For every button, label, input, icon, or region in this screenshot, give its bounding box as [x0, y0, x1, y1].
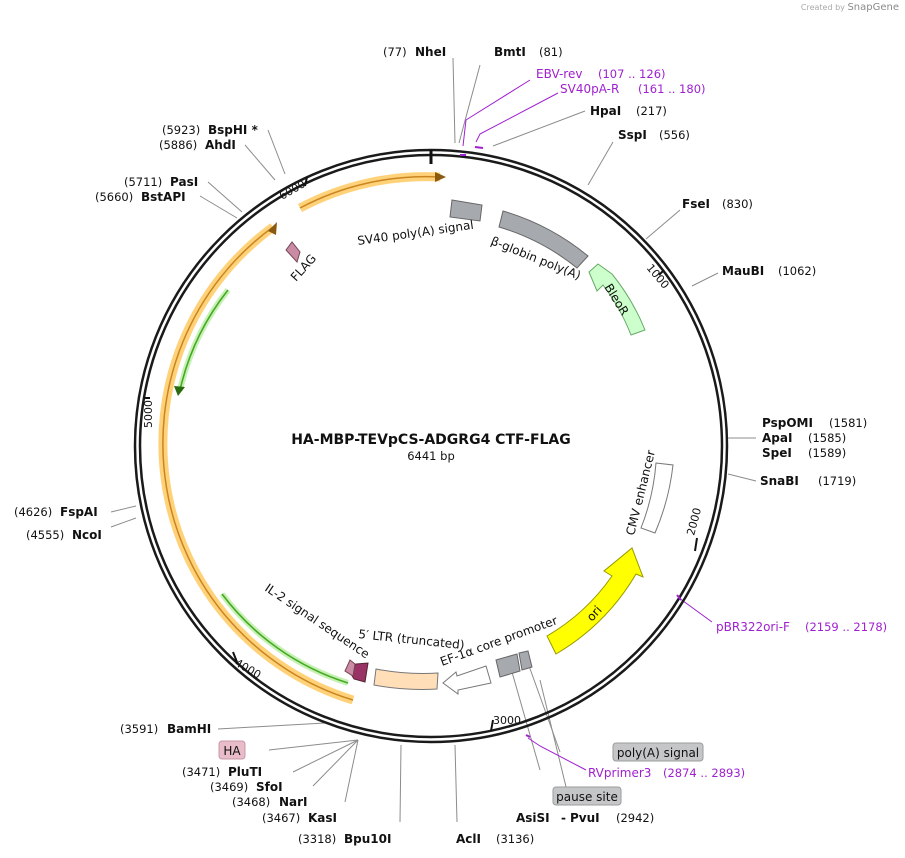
- snapgene-credit: Created by SnapGene: [801, 2, 899, 13]
- beta-globin-polya-feature: [498, 210, 589, 269]
- sv40-polya-label: SV40 poly(A) signal: [356, 218, 474, 248]
- tick-label-5000: 5000: [142, 400, 155, 428]
- primer-pos-ebv-rev: (107 .. 126): [598, 67, 666, 81]
- site-name-nhei: NheI: [415, 45, 446, 59]
- tick-label-2000: 2000: [684, 506, 704, 536]
- site-name-sfoi: SfoI: [256, 780, 283, 794]
- site-name-acli: AclI: [456, 832, 481, 846]
- site-pos-nari: (3468): [232, 795, 270, 809]
- site-pos-kasi: (3467): [262, 811, 300, 825]
- credit-brand: SnapGene: [847, 2, 899, 13]
- site-pos-maubi: (1062): [778, 264, 816, 278]
- site-name-hpai: HpaI: [590, 104, 621, 118]
- site-name-nari: NarI: [279, 795, 308, 809]
- primer-labels: EBV-rev (107 .. 126) SV40pA-R (161 .. 18…: [536, 67, 887, 780]
- credit-prefix: Created by: [800, 3, 845, 12]
- green-orf-arrows: [174, 288, 349, 686]
- site-name-asisi: AsiSI: [516, 811, 550, 825]
- pause-site-badge-text: pause site: [556, 790, 618, 804]
- site-labels: (77) NheI BmtI (81) HpaI (217) SspI (556…: [14, 45, 867, 846]
- pause-site-badge: [552, 786, 622, 806]
- primer-pos-pbr322ori-f: (2159 .. 2178): [805, 620, 887, 634]
- site-name-ahdi: AhdI: [205, 138, 236, 152]
- plasmid-length: 6441 bp: [407, 449, 455, 463]
- boxed-labels: HA poly(A) signal pause site: [218, 740, 704, 806]
- site-name-pasi: PasI: [170, 175, 198, 189]
- site-pos-bpu10i: (3318): [298, 832, 336, 846]
- site-name-snabi: SnaBI: [760, 474, 799, 488]
- ltr-feature: [373, 668, 439, 690]
- site-name-spei: SpeI: [762, 446, 792, 460]
- ha-feature: [344, 659, 356, 677]
- primer-name-ebv-rev: EBV-rev: [536, 67, 582, 81]
- flag-feature: [285, 241, 301, 263]
- site-pos-fspai: (4626): [14, 505, 52, 519]
- ha-badge: [218, 740, 246, 760]
- tick-marks: [144, 176, 698, 732]
- bleor-feature: [588, 263, 646, 336]
- ef1a-core-promoter-feature: [442, 665, 492, 695]
- site-name-fspai: FspAI: [60, 505, 98, 519]
- plasmid-title: HA-MBP-TEVpCS-ADGRG4 CTF-FLAG: [291, 432, 571, 448]
- site-pos-nhei: (77): [383, 45, 407, 59]
- site-name-bamhi: BamHI: [167, 722, 211, 736]
- site-name-kasi: KasI: [308, 811, 337, 825]
- cmv-enhancer-feature: [640, 462, 674, 534]
- site-pos-sspi: (556): [659, 128, 690, 142]
- site-name-pluti: PluTI: [228, 765, 262, 779]
- orf-main: [158, 172, 446, 705]
- ha-badge-text: HA: [223, 744, 241, 758]
- site-pos-apai: (1585): [808, 431, 846, 445]
- primer-name-pbr322ori-f: pBR322ori-F: [716, 620, 790, 634]
- primer-name-rvprimer3: RVprimer3: [588, 766, 651, 780]
- site-name-sspi: SspI: [618, 128, 647, 142]
- site-name-dash: -: [561, 811, 566, 825]
- site-pos-pasi: (5711): [124, 175, 162, 189]
- site-pos-bsphi: (5923): [162, 123, 200, 137]
- polya-signal-badge-text: poly(A) signal: [617, 746, 699, 760]
- tick-label-3000: 3000: [493, 714, 521, 727]
- site-pos-bamhi: (3591): [120, 722, 158, 736]
- primer-marks: [460, 146, 682, 738]
- feature-shapes: [285, 199, 674, 695]
- site-pos-acli: (3136): [496, 832, 534, 846]
- primer-name-sv40pa-r: SV40pA-R: [560, 82, 619, 96]
- site-name-ncoi: NcoI: [72, 528, 102, 542]
- site-name-apai: ApaI: [762, 431, 792, 445]
- site-pos-bstapi: (5660): [95, 190, 133, 204]
- primer-lines: [462, 79, 713, 771]
- site-pos-sfoi: (3469): [210, 780, 248, 794]
- site-name-bmti: BmtI: [494, 45, 526, 59]
- primer-pos-rvprimer3: (2874 .. 2893): [663, 766, 745, 780]
- site-pos-pluti: (3471): [182, 765, 220, 779]
- site-name-maubi: MauBI: [722, 264, 764, 278]
- site-pos-pvui: (2942): [616, 811, 654, 825]
- site-lines: [110, 57, 757, 823]
- primer-pos-sv40pa-r: (161 .. 180): [638, 82, 706, 96]
- site-name-fsei: FseI: [682, 197, 710, 211]
- tick-label-6000: 6000: [277, 177, 308, 202]
- site-pos-ncoi: (4555): [26, 528, 64, 542]
- site-name-bpu10i: Bpu10I: [344, 832, 391, 846]
- ltr-label: 5′ LTR (truncated): [358, 627, 465, 652]
- site-name-pvui: PvuI: [570, 811, 600, 825]
- site-name-bsphi: BspHI *: [208, 123, 259, 137]
- sv40-polya-feature: [449, 199, 483, 222]
- site-pos-bmti: (81): [539, 45, 563, 59]
- ef1a-feature-box2: [518, 650, 533, 671]
- site-pos-hpai: (217): [636, 104, 667, 118]
- ef1a-feature-box1: [495, 653, 521, 678]
- site-name-pspomi: PspOMI: [762, 416, 813, 430]
- site-pos-pspomi: (1581): [829, 416, 867, 430]
- polya-signal-badge: [612, 742, 704, 762]
- ori-feature: [546, 547, 644, 655]
- site-pos-spei: (1589): [808, 446, 846, 460]
- site-pos-snabi: (1719): [818, 474, 856, 488]
- site-pos-ahdi: (5886): [159, 138, 197, 152]
- site-name-bstapi: BstAPI: [141, 190, 186, 204]
- site-pos-fsei: (830): [722, 197, 753, 211]
